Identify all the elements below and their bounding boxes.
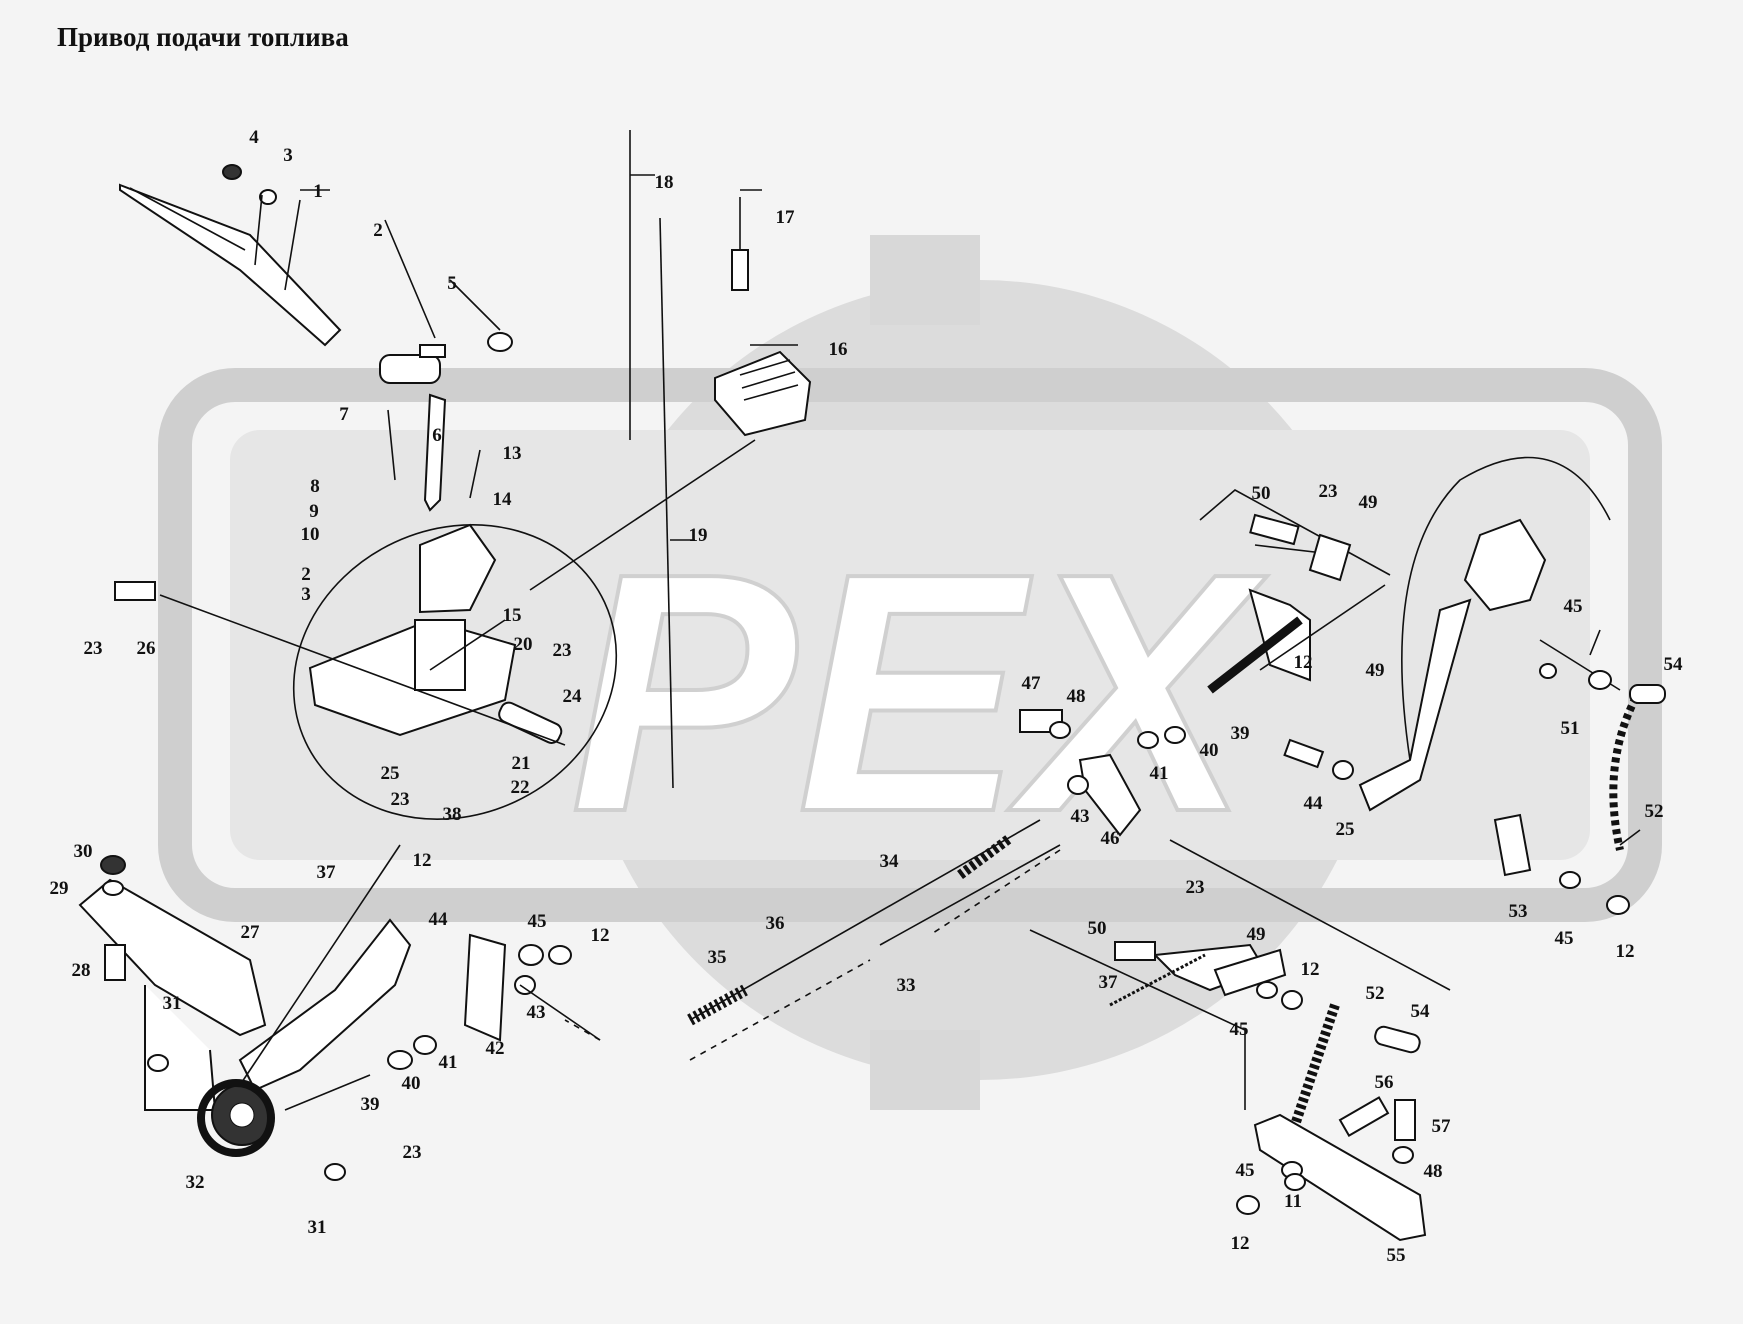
callout-label-41: 41 [439,1052,458,1073]
callout-label-14: 14 [493,489,513,510]
callout-label-2: 2 [373,220,383,241]
callout-label-37: 37 [317,862,337,883]
callout-label-55: 55 [1387,1245,1406,1266]
callout-label-39: 39 [1231,723,1250,744]
callout-label-12: 12 [413,850,432,871]
callout-label-56: 56 [1375,1072,1394,1093]
callout-label-9: 9 [309,501,319,522]
callout-label-49: 49 [1366,660,1385,681]
callout-label-13: 13 [503,443,522,464]
callout-label-25: 25 [1336,819,1355,840]
callout-label-24: 24 [563,686,583,707]
callout-label-20: 20 [514,634,533,655]
callout-labels: 1223345678910111212121212121314151617181… [50,127,1684,1266]
callout-label-12: 12 [591,925,610,946]
callout-label-15: 15 [503,605,522,626]
callout-label-3: 3 [301,584,311,605]
callout-label-31: 31 [308,1217,327,1238]
callout-label-12: 12 [1231,1233,1250,1254]
callout-label-45: 45 [1555,928,1574,949]
callout-label-16: 16 [829,339,848,360]
callout-label-47: 47 [1022,673,1042,694]
callout-label-23: 23 [84,638,103,659]
callout-label-10: 10 [301,524,320,545]
callout-label-23: 23 [1186,877,1205,898]
callout-label-18: 18 [655,172,674,193]
callout-label-48: 48 [1424,1161,1443,1182]
callout-label-52: 52 [1366,983,1385,1004]
callout-label-23: 23 [1319,481,1338,502]
callout-label-40: 40 [402,1073,421,1094]
callout-label-39: 39 [361,1094,380,1115]
callout-label-29: 29 [50,878,69,899]
callout-label-25: 25 [381,763,400,784]
callout-label-12: 12 [1294,652,1313,673]
callout-label-45: 45 [1236,1160,1255,1181]
callout-label-33: 33 [897,975,916,996]
callout-label-11: 11 [1284,1191,1302,1212]
callout-label-53: 53 [1509,901,1528,922]
callout-label-43: 43 [1071,806,1090,827]
callout-label-48: 48 [1067,686,1086,707]
callout-label-8: 8 [310,476,320,497]
callout-label-17: 17 [776,207,796,228]
callout-label-3: 3 [283,145,293,166]
callout-label-7: 7 [339,404,349,425]
callout-label-32: 32 [186,1172,205,1193]
page-title: Привод подачи топлива [57,22,349,52]
callout-label-22: 22 [511,777,530,798]
watermark-text: РЕХ [570,503,1268,883]
callout-label-40: 40 [1200,740,1219,761]
callout-label-12: 12 [1301,959,1320,980]
callout-label-26: 26 [137,638,156,659]
callout-label-52: 52 [1645,801,1664,822]
callout-label-5: 5 [447,273,457,294]
callout-label-57: 57 [1432,1116,1452,1137]
callout-label-2: 2 [301,564,311,585]
watermark-logo: РЕХ [158,235,1662,1110]
callout-label-44: 44 [1304,793,1324,814]
callout-label-45: 45 [1564,596,1583,617]
callout-label-41: 41 [1150,763,1169,784]
callout-label-35: 35 [708,947,727,968]
callout-label-42: 42 [486,1038,505,1059]
callout-label-27: 27 [241,922,261,943]
callout-label-43: 43 [527,1002,546,1023]
callout-label-54: 54 [1664,654,1684,675]
callout-label-23: 23 [391,789,410,810]
callout-label-34: 34 [880,851,900,872]
callout-label-50: 50 [1252,483,1271,504]
callout-label-38: 38 [443,804,462,825]
callout-label-21: 21 [512,753,531,774]
callout-label-50: 50 [1088,918,1107,939]
callout-label-23: 23 [403,1142,422,1163]
callout-label-23: 23 [553,640,572,661]
callout-label-49: 49 [1359,492,1378,513]
callout-label-1: 1 [313,181,323,202]
callout-label-6: 6 [432,425,442,446]
callout-label-36: 36 [766,913,785,934]
callout-label-31: 31 [163,993,182,1014]
callout-label-45: 45 [1230,1019,1249,1040]
callout-label-30: 30 [74,841,93,862]
callout-label-4: 4 [249,127,259,148]
callout-label-37: 37 [1099,972,1119,993]
callout-label-12: 12 [1616,941,1635,962]
callout-label-28: 28 [72,960,91,981]
callout-label-46: 46 [1101,828,1120,849]
callout-label-19: 19 [689,525,708,546]
callout-label-51: 51 [1561,718,1580,739]
callout-label-45: 45 [528,911,547,932]
callout-label-54: 54 [1411,1001,1431,1022]
callout-label-44: 44 [429,909,449,930]
callout-label-49: 49 [1247,924,1266,945]
